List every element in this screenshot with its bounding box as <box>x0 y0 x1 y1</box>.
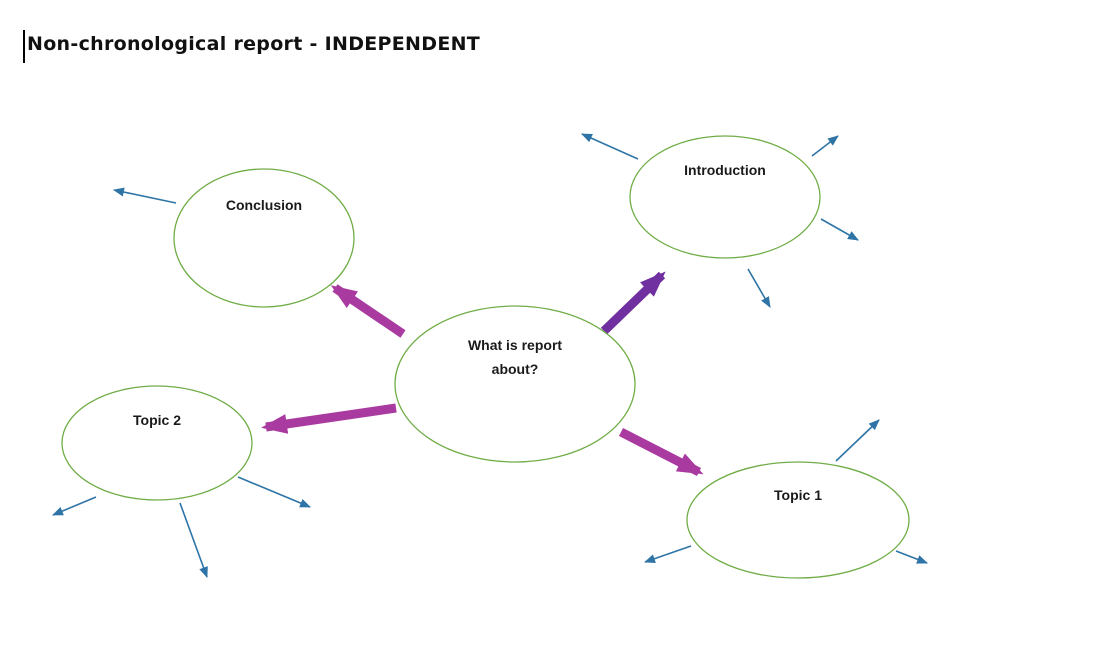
title-row: Non-chronological report - INDEPENDENT <box>0 0 1096 70</box>
node-conclusion-label: Conclusion <box>226 197 302 213</box>
branch-arrow-introduction-upper-right[interactable] <box>811 135 839 157</box>
node-topic2[interactable]: Topic 2 <box>61 385 253 501</box>
node-topic2-label: Topic 2 <box>133 412 181 428</box>
branch-arrow-topic1-lower-left[interactable] <box>644 545 692 563</box>
branch-arrow-topic2-down[interactable] <box>179 502 208 578</box>
connector-central-to-conclusion[interactable] <box>330 284 406 338</box>
node-topic1-label: Topic 1 <box>774 487 822 503</box>
branch-arrow-introduction-lower-right[interactable] <box>820 218 859 241</box>
branch-arrow-topic1-lower-right[interactable] <box>895 550 928 564</box>
branch-arrow-conclusion-left[interactable] <box>113 187 177 204</box>
node-introduction-ellipse <box>629 135 821 259</box>
node-introduction[interactable]: Introduction <box>629 135 821 259</box>
node-central-label-line1: What is report <box>468 337 562 353</box>
node-conclusion[interactable]: Conclusion <box>173 168 355 308</box>
node-introduction-label: Introduction <box>684 162 766 178</box>
node-topic2-ellipse <box>61 385 253 501</box>
connector-central-to-topic2[interactable] <box>261 403 397 434</box>
branch-arrow-topic2-lower-right[interactable] <box>237 476 311 508</box>
node-central-ellipse <box>394 305 636 463</box>
branch-arrow-topic2-lower-left[interactable] <box>52 496 97 516</box>
branch-arrow-introduction-down[interactable] <box>747 268 771 308</box>
node-conclusion-ellipse <box>173 168 355 308</box>
text-cursor <box>23 30 25 63</box>
node-central-label-line2: about? <box>492 361 539 377</box>
page-title[interactable]: Non-chronological report - INDEPENDENT <box>27 33 481 55</box>
connector-central-to-topic1[interactable] <box>618 427 704 477</box>
node-central[interactable]: What is report about? <box>394 305 636 463</box>
node-topic1-ellipse <box>686 461 910 579</box>
branch-arrow-topic1-upper-right[interactable] <box>835 419 880 462</box>
node-topic1[interactable]: Topic 1 <box>686 461 910 579</box>
connector-central-to-introduction[interactable] <box>600 271 666 335</box>
branch-arrow-introduction-upper-left[interactable] <box>581 133 639 160</box>
